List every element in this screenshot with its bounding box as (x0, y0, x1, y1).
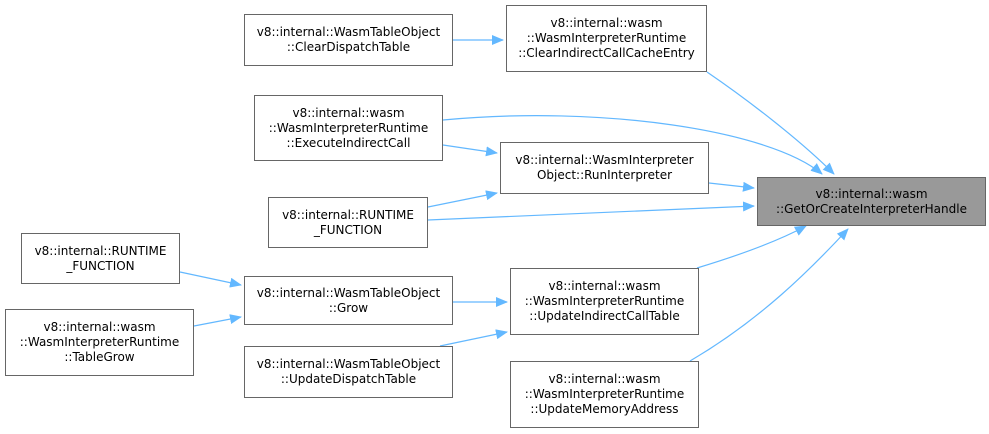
node-line: v8::internal::wasm (292, 105, 405, 120)
node-update-indirect-call-table[interactable]: v8::internal::wasm ::WasmInterpreterRunt… (510, 268, 699, 335)
node-line: ::WasmInterpreterRuntime (524, 387, 685, 401)
node-table-grow[interactable]: v8::internal::wasm ::WasmInterpreterRunt… (5, 309, 194, 376)
node-line: ::UpdateIndirectCallTable (529, 309, 680, 323)
node-line: ::TableGrow (64, 350, 135, 364)
edge-execute-indirect-call-to-run-interpreter (442, 144, 498, 157)
edge-runtime-function-mid-to-run-interpreter (427, 190, 498, 208)
node-grow[interactable]: v8::internal::WasmTableObject ::Grow (244, 276, 453, 325)
node-update-dispatch-table[interactable]: v8::internal::WasmTableObject ::UpdateDi… (244, 346, 453, 398)
edge-table-grow-to-grow (193, 314, 242, 327)
node-line: v8::internal::RUNTIME (282, 207, 414, 222)
node-line: v8::internal::WasmInterpreter (515, 153, 694, 167)
edges-layer (179, 35, 849, 362)
node-line: ::Grow (328, 300, 369, 315)
node-line: ::WasmInterpreterRuntime (19, 335, 180, 349)
edge-runtime-function-left-to-grow (179, 271, 242, 288)
node-line: v8::internal::wasm (43, 320, 156, 334)
node-line: v8::internal::WasmTableObject (256, 357, 441, 371)
node-line: ::UpdateMemoryAddress (530, 402, 679, 416)
node-execute-indirect-call[interactable]: v8::internal::wasm ::WasmInterpreterRunt… (254, 95, 443, 161)
node-line: v8::internal::wasm (815, 186, 928, 201)
node-line: ::ExecuteIndirectCall (286, 135, 411, 150)
node-line: v8::internal::wasm (548, 372, 661, 386)
node-clear-dispatch-table[interactable]: v8::internal::WasmTableObject ::ClearDis… (244, 14, 453, 66)
node-line: v8::internal::wasm (550, 16, 663, 30)
node-line: v8::internal::WasmTableObject (256, 285, 441, 300)
node-line: ::UpdateDispatchTable (280, 372, 417, 386)
node-line: _FUNCTION (66, 258, 135, 273)
node-line: ::ClearIndirectCallCacheEntry (518, 46, 695, 60)
node-line: ::GetOrCreateInterpreterHandle (776, 201, 967, 216)
node-clear-indirect-call-cache-entry[interactable]: v8::internal::wasm ::WasmInterpreterRunt… (506, 5, 707, 72)
node-line: v8::internal::WasmTableObject (256, 25, 441, 39)
node-line: _FUNCTION (313, 222, 383, 237)
node-line: v8::internal::wasm (548, 279, 661, 293)
node-get-or-create-interpreter-handle: v8::internal::wasm ::GetOrCreateInterpre… (757, 177, 986, 226)
node-line: Object::RunInterpreter (536, 168, 673, 182)
edge-update-memory-address-to-root (689, 228, 849, 362)
edge-update-dispatch-table-to-update-indirect-call-table (439, 329, 508, 347)
node-line: ::WasmInterpreterRuntime (524, 294, 685, 308)
node-runtime-function-mid[interactable]: v8::internal::RUNTIME _FUNCTION (268, 197, 428, 248)
edge-update-indirect-call-table-to-root (696, 225, 807, 269)
node-line: v8::internal::RUNTIME (34, 243, 167, 258)
edge-runtime-function-mid-to-root (427, 201, 755, 221)
node-line: ::WasmInterpreterRuntime (268, 120, 429, 135)
node-line: ::WasmInterpreterRuntime (526, 31, 687, 45)
node-line: ::ClearDispatchTable (286, 40, 411, 54)
node-run-interpreter[interactable]: v8::internal::WasmInterpreter Object::Ru… (500, 142, 709, 194)
node-update-memory-address[interactable]: v8::internal::wasm ::WasmInterpreterRunt… (510, 361, 699, 428)
edge-execute-indirect-call-to-root (442, 115, 823, 175)
node-runtime-function-left[interactable]: v8::internal::RUNTIME _FUNCTION (21, 233, 180, 284)
edge-run-interpreter-to-root (708, 181, 755, 192)
edge-clear-indirect-call-cache-entry-to-root (706, 71, 835, 175)
